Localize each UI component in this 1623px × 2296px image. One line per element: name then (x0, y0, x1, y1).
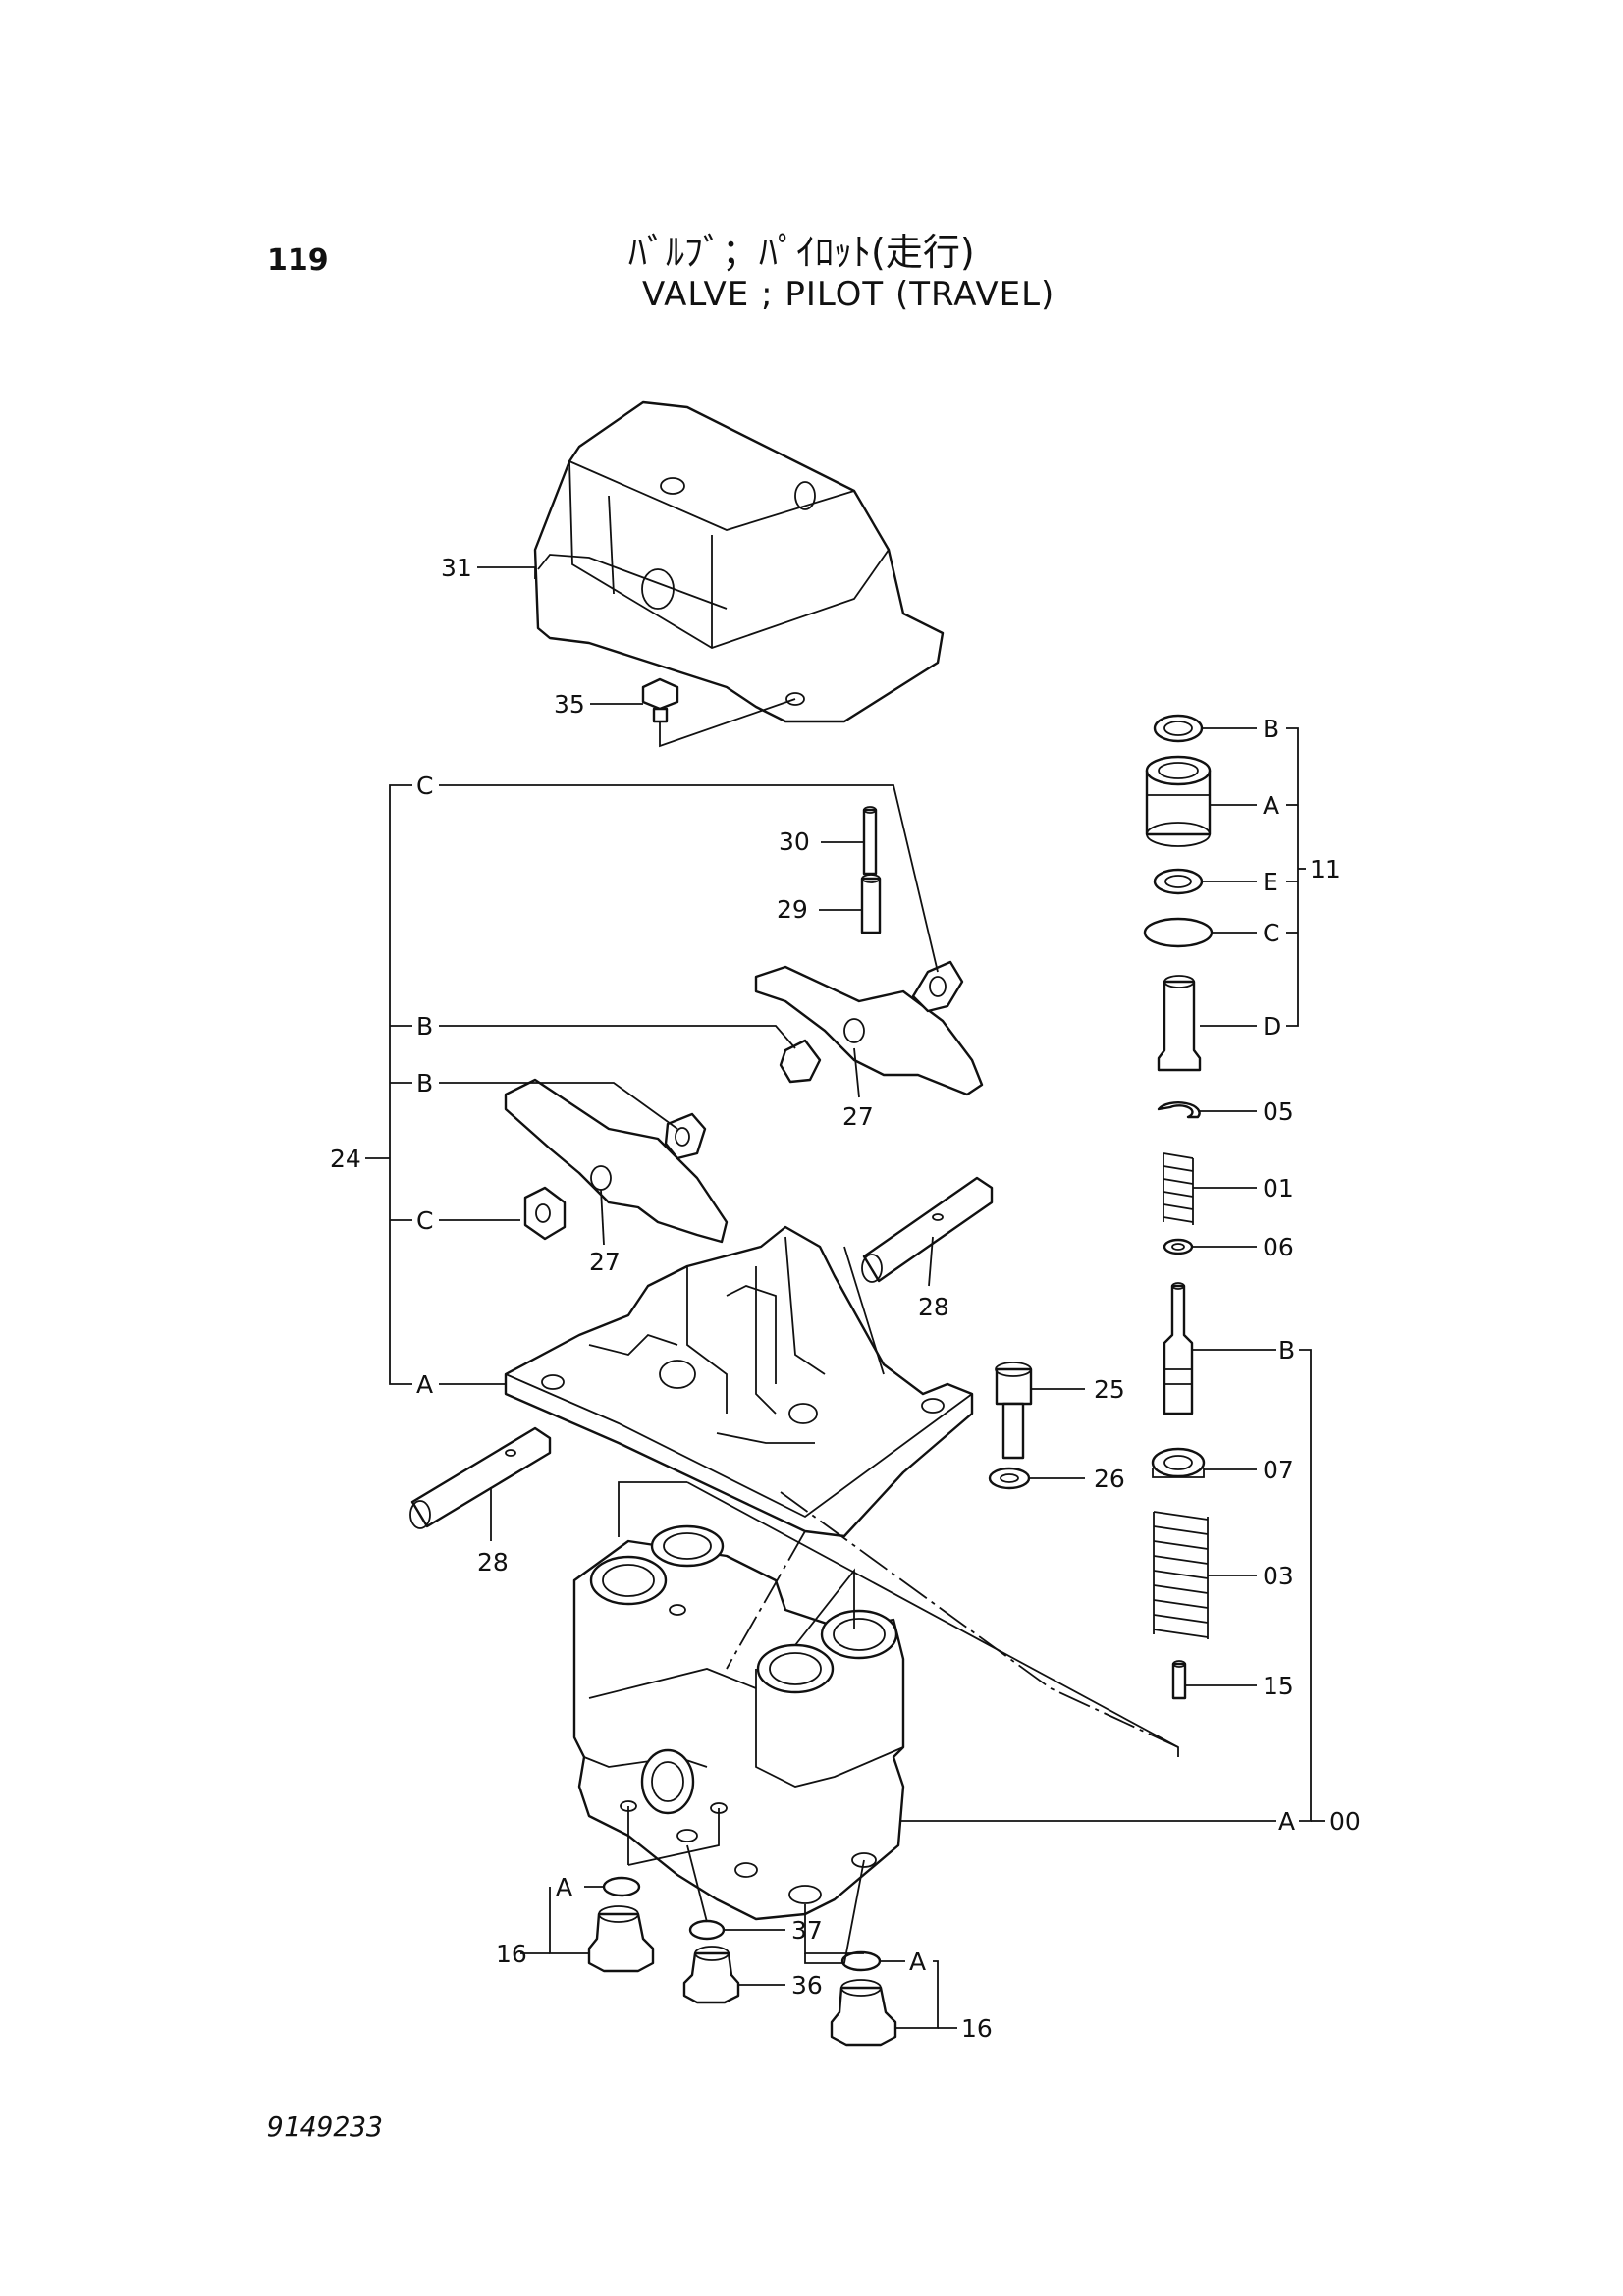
pin-part-30 (862, 806, 878, 876)
letter-a-right-2: A (1278, 1807, 1295, 1836)
leader-lines (365, 566, 1325, 2029)
spool-part-b (1163, 1282, 1194, 1415)
letter-c-right-1: C (1263, 919, 1279, 947)
cam-part-27-lower (504, 1078, 729, 1244)
callout-28-upper: 28 (918, 1293, 949, 1321)
callout-03: 03 (1263, 1562, 1294, 1590)
washer-part-26 (988, 1467, 1031, 1490)
letter-a-plug-right: A (909, 1948, 926, 1976)
bushing-part-11-a (1145, 755, 1212, 847)
cam-part-27-upper (754, 960, 984, 1096)
callout-16-left: 16 (496, 1940, 527, 1968)
callout-31: 31 (441, 554, 472, 582)
o-ring-part-37 (688, 1919, 726, 1941)
pin-part-29 (860, 874, 882, 934)
snap-ring-part-05 (1157, 1101, 1201, 1119)
seal-part-11-b (1153, 714, 1204, 743)
callout-labels: 31 35 30 29 27 27 24 28 28 25 26 11 05 0… (330, 554, 1361, 2043)
callout-05: 05 (1263, 1097, 1294, 1126)
cover-part-31 (533, 400, 945, 723)
callout-29: 29 (777, 895, 808, 924)
callout-27-upper: 27 (842, 1102, 874, 1131)
base-plate-part-24 (504, 1225, 974, 1538)
callout-15: 15 (1263, 1672, 1294, 1700)
o-ring-part-11-c (1143, 917, 1214, 948)
letter-c-top: C (416, 772, 433, 800)
o-ring-part-lower-right (840, 1950, 882, 1972)
sleeve-part-11-d (1157, 975, 1202, 1072)
o-ring-part-upper-left (602, 1876, 641, 1897)
callout-07: 07 (1263, 1456, 1294, 1484)
callout-16-right: 16 (961, 2014, 993, 2043)
callout-27-lower: 27 (589, 1248, 621, 1276)
letter-a-plug-left: A (556, 1873, 572, 1901)
letter-b-right-2: B (1278, 1336, 1295, 1364)
letter-b-right-1: B (1263, 715, 1279, 743)
callout-06: 06 (1263, 1233, 1294, 1261)
socket-bolt-part-25 (995, 1362, 1033, 1460)
pin-part-15 (1171, 1660, 1187, 1700)
plug-part-36 (682, 1946, 740, 2004)
alignment-lines (726, 1491, 1179, 1748)
retainer-part-07 (1151, 1447, 1206, 1478)
letter-e-right-1: E (1263, 868, 1278, 896)
shaft-part-28-upper (861, 1176, 994, 1283)
callout-36: 36 (791, 1971, 823, 2000)
letter-b-low: B (416, 1069, 433, 1097)
washer-part-06 (1163, 1238, 1194, 1255)
callout-00: 00 (1329, 1807, 1361, 1836)
callout-24: 24 (330, 1145, 361, 1173)
valve-body-part-00 (572, 1524, 905, 1921)
title-english: VALVE ; PILOT (TRAVEL) (642, 275, 1055, 314)
callout-01: 01 (1263, 1174, 1294, 1202)
washer-part-11-e (1153, 868, 1204, 895)
callout-26: 26 (1094, 1465, 1125, 1493)
spring-part-01 (1163, 1152, 1194, 1225)
letter-b-mid: B (416, 1012, 433, 1041)
callout-11: 11 (1310, 855, 1341, 883)
letter-a-right-1: A (1263, 791, 1279, 820)
bolt-part-35 (641, 677, 679, 723)
letter-d-right-1: D (1263, 1012, 1281, 1041)
page-number: 119 (267, 243, 329, 278)
callout-30: 30 (779, 828, 810, 856)
callout-35: 35 (554, 690, 585, 719)
spring-part-03 (1153, 1511, 1209, 1639)
shaft-part-28-lower (409, 1426, 552, 1529)
plug-part-16-left (587, 1905, 655, 1973)
letter-c-low: C (416, 1206, 433, 1235)
callout-37: 37 (791, 1916, 823, 1945)
callout-25: 25 (1094, 1375, 1125, 1404)
callout-28-lower: 28 (477, 1548, 509, 1576)
plug-part-16-right (830, 1979, 897, 2047)
letter-a-base: A (416, 1370, 433, 1399)
drawing-number: 9149233 (267, 2110, 384, 2143)
title-japanese: ﾊﾞﾙﾌﾞ；ﾊﾟｲﾛｯﾄ(走行) (628, 231, 975, 274)
